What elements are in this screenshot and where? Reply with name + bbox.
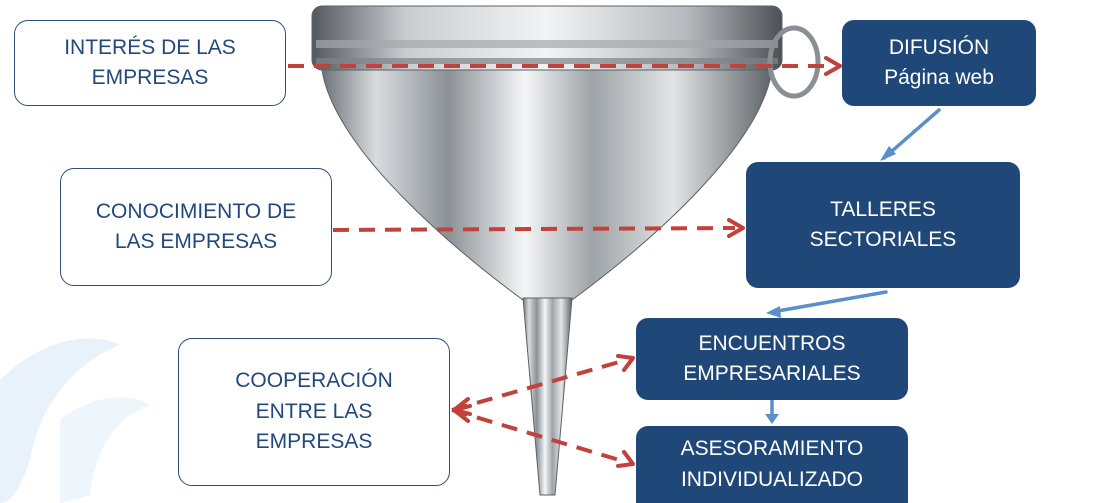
box-conocimiento-line2: LAS EMPRESAS [114,230,278,253]
box-difusion-line1: DIFUSIÓN [888,35,990,59]
box-talleres-line1: TALLERES [830,197,936,221]
box-asesoramiento-line2: INDIVIDUALIZADO [680,467,863,491]
box-cooperacion-line2: ENTRE LAS [255,399,373,423]
funnel-spout [522,297,573,496]
box-encuentros-line2: EMPRESARIALES [683,362,861,385]
arrow-conocimiento-to-talleres [332,226,736,232]
box-asesoramiento: ASESORAMIENTO INDIVIDUALIZADO [636,426,908,503]
box-interes: INTERÉS DE LAS EMPRESAS [14,20,286,106]
box-cooperacion-line1: COOPERACIÓN [235,369,393,393]
arrowhead-asesoramiento [616,450,635,468]
arrow-difusion-to-talleres [882,108,941,160]
box-interes-line1: INTERÉS DE LAS [64,35,236,59]
arrowhead-difusion [824,56,842,76]
box-cooperacion-line3: EMPRESAS [255,430,373,454]
box-talleres-line2: SECTORIALES [809,228,957,251]
arrow-cooperacion-to-encuentros [451,358,627,412]
box-difusion-line2: Página web [884,66,994,89]
box-encuentros: ENCUENTROS EMPRESARIALES [636,318,908,400]
arrow-cooperacion-to-asesoramiento [451,408,627,464]
box-conocimiento: CONOCIMIENTO DE LAS EMPRESAS [60,168,332,286]
arrowhead-asesoramiento-blue [765,414,779,424]
arrowhead-talleres-blue [880,146,896,161]
arrowhead-encuentros-blue [766,306,781,318]
arrowhead-encuentros [616,354,635,372]
funnel-rim [311,5,783,71]
arrow-talleres-to-encuentros [770,290,888,314]
watermark-swirl-2 [60,397,150,503]
box-difusion: DIFUSIÓN Página web [842,20,1036,106]
arrowhead-talleres [727,218,745,238]
box-encuentros-line1: ENCUENTROS [698,331,846,355]
box-asesoramiento-line1: ASESORAMIENTO [680,437,864,461]
arrowhead-cooperacion-lower [452,404,472,423]
box-conocimiento-line1: CONOCIMIENTO DE [95,199,297,223]
box-cooperacion: COOPERACIÓN ENTRE LAS EMPRESAS [178,338,450,486]
watermark-swirl [0,338,120,503]
funnel-ring [767,25,821,99]
box-talleres: TALLERES SECTORIALES [746,162,1020,288]
box-interes-line2: EMPRESAS [91,66,209,89]
